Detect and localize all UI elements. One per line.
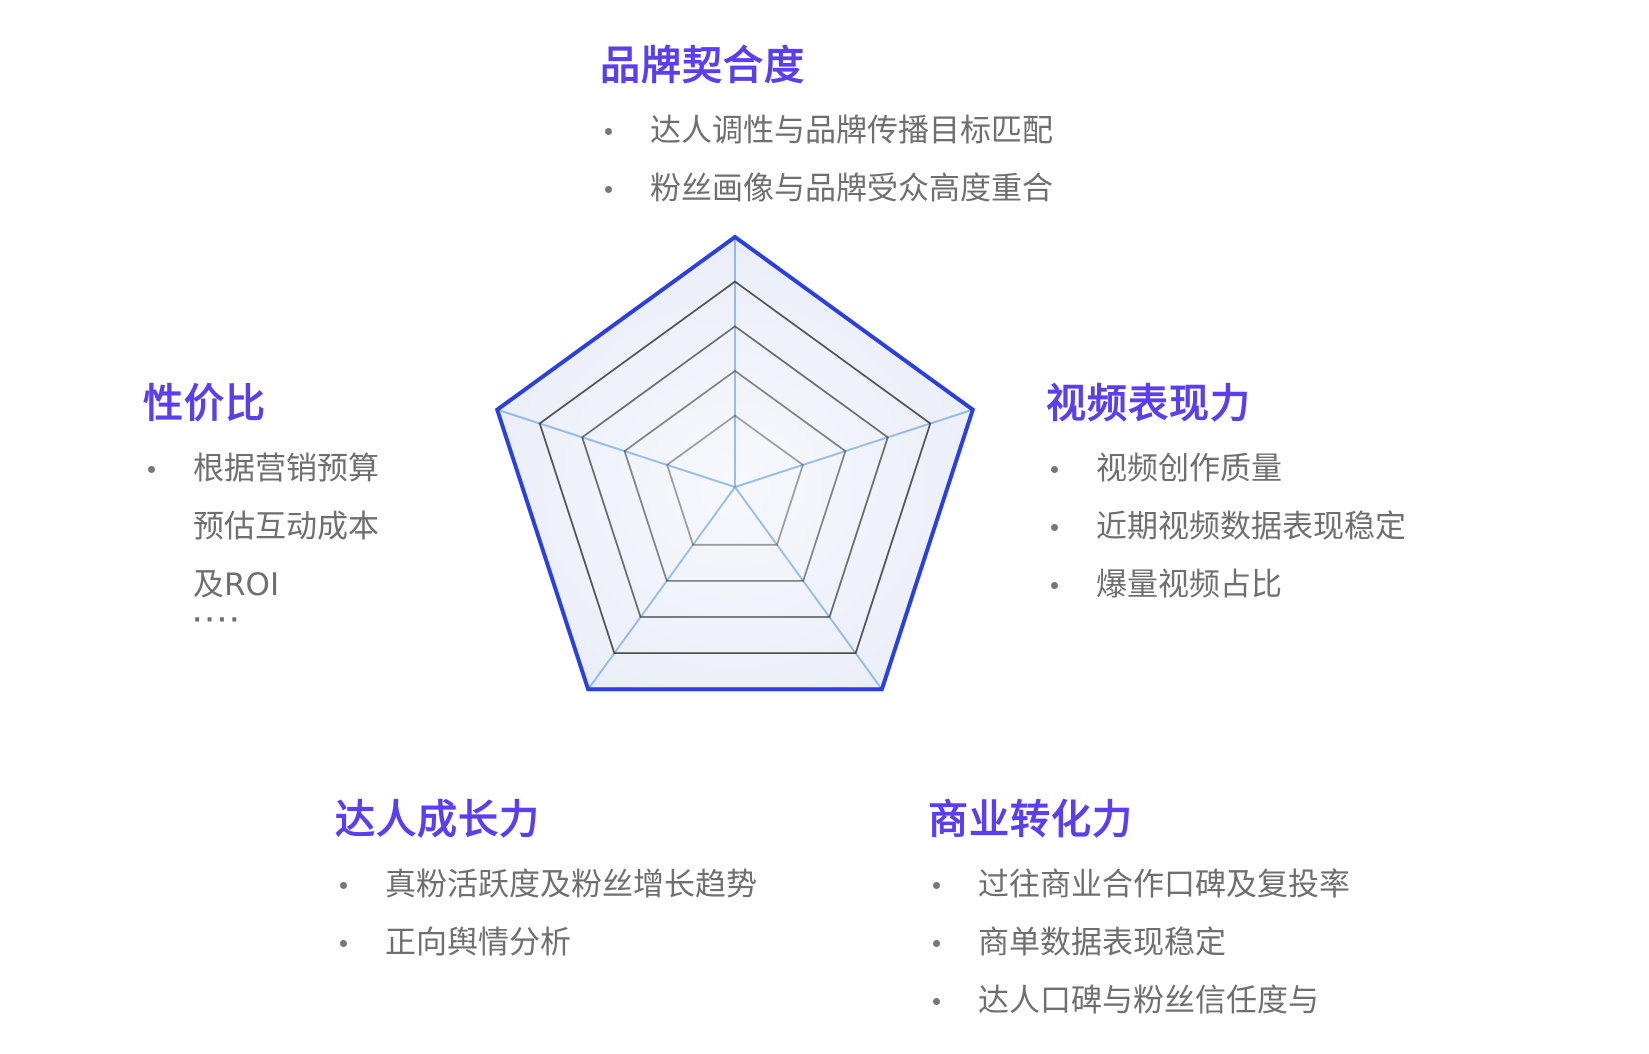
bullet-item: 爆量视频占比 bbox=[1046, 556, 1406, 614]
axis-bullets-brand: 达人调性与品牌传播目标匹配 粉丝画像与品牌受众高度重合 bbox=[600, 102, 1053, 218]
bullet-dot-icon bbox=[1051, 466, 1058, 473]
radar-spoke-commerce bbox=[734, 486, 883, 690]
bullet-item: 商单数据表现稳定 bbox=[928, 914, 1350, 972]
bullet-dot-icon bbox=[933, 998, 940, 1005]
radar-ring-3 bbox=[581, 325, 889, 618]
bullet-item: 正向舆情分析 bbox=[335, 914, 757, 972]
axis-block-brand: 品牌契合度 达人调性与品牌传播目标匹配 粉丝画像与品牌受众高度重合 bbox=[600, 42, 1053, 218]
radar-ring-2 bbox=[623, 369, 847, 582]
bullet-dot-icon bbox=[340, 940, 347, 947]
bullet-item: 根据营销预算 预估互动成本 及ROI ···· bbox=[143, 440, 379, 633]
radar-spoke-value bbox=[496, 408, 736, 488]
bullet-dot-icon bbox=[605, 128, 612, 135]
axis-title-video: 视频表现力 bbox=[1046, 381, 1251, 427]
bullet-item: 达人调性与品牌传播目标匹配 bbox=[600, 102, 1053, 160]
bullet-item: 粉丝画像与品牌受众高度重合 bbox=[600, 160, 1053, 218]
axis-block-value: 性价比 根据营销预算 预估互动成本 及ROI ···· bbox=[143, 380, 379, 633]
bullet-dot-icon bbox=[933, 882, 940, 889]
radar-ring-1 bbox=[666, 414, 804, 546]
bullet-item: 过往商业合作口碑及复投率 bbox=[928, 856, 1350, 914]
axis-title-value: 性价比 bbox=[143, 381, 266, 427]
axis-title-growth: 达人成长力 bbox=[335, 797, 540, 843]
axis-title-brand: 品牌契合度 bbox=[600, 43, 805, 89]
axis-block-growth: 达人成长力 真粉活跃度及粉丝增长趋势 正向舆情分析 bbox=[335, 796, 757, 972]
bullet-dot-icon bbox=[148, 466, 155, 473]
axis-block-video: 视频表现力 视频创作质量 近期视频数据表现稳定 爆量视频占比 bbox=[1046, 380, 1406, 614]
bullet-item: 视频创作质量 bbox=[1046, 440, 1406, 498]
bullet-dot-icon bbox=[933, 940, 940, 947]
ellipsis-dots: ···· bbox=[193, 608, 243, 633]
axis-bullets-growth: 真粉活跃度及粉丝增长趋势 正向舆情分析 bbox=[335, 856, 757, 972]
radar-spoke-video bbox=[734, 408, 974, 488]
bullet-item: 近期视频数据表现稳定 bbox=[1046, 498, 1406, 556]
bullet-dot-icon bbox=[340, 882, 347, 889]
radar-spoke-growth bbox=[587, 486, 736, 690]
axis-bullets-video: 视频创作质量 近期视频数据表现稳定 爆量视频占比 bbox=[1046, 440, 1406, 614]
bullet-item: 真粉活跃度及粉丝增长趋势 bbox=[335, 856, 757, 914]
axis-block-commerce: 商业转化力 过往商业合作口碑及复投率 商单数据表现稳定 达人口碑与粉丝信任度与 bbox=[928, 796, 1350, 1030]
radar-outline bbox=[494, 234, 976, 692]
axis-title-commerce: 商业转化力 bbox=[928, 797, 1133, 843]
radar-ring-4 bbox=[538, 280, 932, 654]
bullet-dot-icon bbox=[1051, 582, 1058, 589]
axis-bullets-value: 根据营销预算 预估互动成本 及ROI ···· bbox=[143, 440, 379, 633]
axis-bullets-commerce: 过往商业合作口碑及复投率 商单数据表现稳定 达人口碑与粉丝信任度与 bbox=[928, 856, 1350, 1030]
bullet-dot-icon bbox=[1051, 524, 1058, 531]
bullet-item: 达人口碑与粉丝信任度与 bbox=[928, 972, 1350, 1030]
bullet-dot-icon bbox=[605, 186, 612, 193]
